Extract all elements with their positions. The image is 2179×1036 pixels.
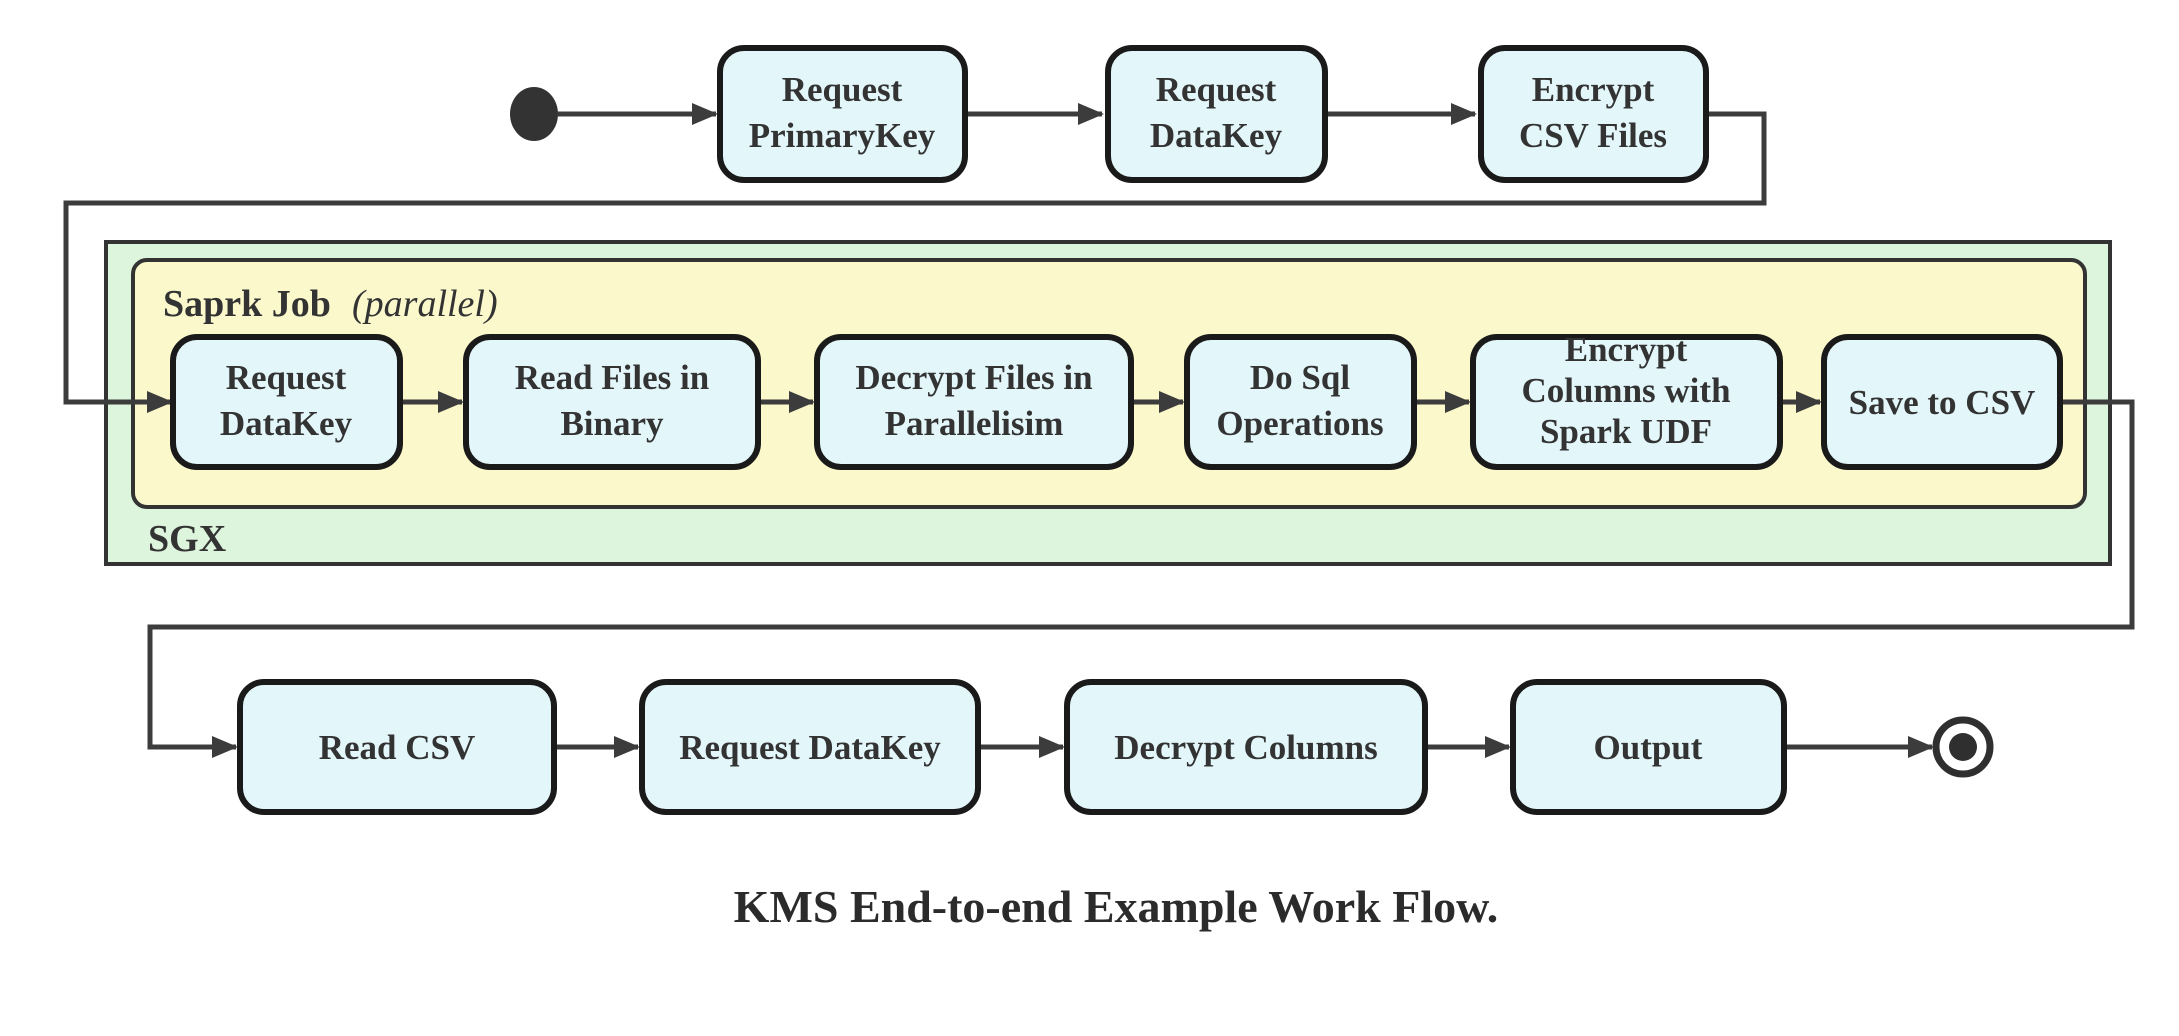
node-read-files-in-binary-line1: Read Files in — [515, 358, 709, 397]
node-read-csv-label: Read CSV — [319, 728, 476, 767]
node-encrypt-columns-line1: Encrypt — [1565, 330, 1688, 369]
sgx-label: SGX — [148, 518, 226, 560]
node-output-label: Output — [1594, 728, 1703, 767]
node-request-datakey-top-line1: Request — [1156, 70, 1277, 109]
node-decrypt-files-in-parallelisim-box — [814, 334, 1134, 470]
node-read-files-in-binary-box — [463, 334, 761, 470]
node-read-csv: Read CSV — [237, 679, 557, 815]
node-encrypt-csv-files-line2: CSV Files — [1519, 116, 1667, 155]
spark-job-parallel-label: (parallel) — [352, 283, 498, 325]
diagram-caption: KMS End-to-end Example Work Flow. — [734, 881, 1499, 932]
node-save-to-csv: Save to CSV — [1821, 334, 2063, 470]
node-encrypt-columns-line2: Columns with — [1521, 371, 1730, 410]
node-decrypt-files-in-parallelisim: Decrypt Files in Parallelisim — [814, 334, 1134, 470]
node-request-datakey-bottom-label: Request DataKey — [679, 728, 941, 767]
node-decrypt-files-in-parallelisim-line2: Parallelisim — [885, 404, 1064, 443]
node-do-sql-operations-line1: Do Sql — [1250, 358, 1350, 397]
node-request-datakey-bottom-box — [639, 679, 981, 815]
end-state-node — [1932, 716, 1994, 778]
edge-save-to-csv-to-read-csv — [147, 399, 2135, 758]
node-save-to-csv-box — [1821, 334, 2063, 470]
node-output: Output — [1510, 679, 1787, 815]
node-spark-request-datakey-box — [170, 334, 403, 470]
node-output-box — [1510, 679, 1787, 815]
node-encrypt-columns-with-spark-udf: Encrypt Columns with Spark UDF — [1470, 330, 1783, 470]
node-spark-request-datakey: Request DataKey — [170, 334, 403, 470]
node-request-primarykey: Request PrimaryKey — [717, 45, 968, 183]
end-state-inner-dot — [1949, 733, 1977, 761]
node-read-csv-box — [237, 679, 557, 815]
edge-encrypt-csv-files-to-spark-request-datakey — [63, 111, 1767, 413]
node-request-primarykey-line1: Request — [782, 70, 903, 109]
node-encrypt-columns-with-spark-udf-box — [1470, 334, 1783, 470]
node-encrypt-csv-files-box — [1478, 45, 1709, 183]
node-decrypt-files-in-parallelisim-line1: Decrypt Files in — [855, 358, 1092, 397]
node-request-primarykey-line2: PrimaryKey — [749, 116, 936, 155]
start-state-node — [510, 87, 558, 141]
node-decrypt-columns-label: Decrypt Columns — [1114, 728, 1377, 767]
node-encrypt-columns-line3: Spark UDF — [1540, 412, 1712, 451]
node-do-sql-operations-box — [1184, 334, 1417, 470]
node-save-to-csv-label: Save to CSV — [1849, 383, 2036, 422]
node-do-sql-operations: Do Sql Operations — [1184, 334, 1417, 470]
node-do-sql-operations-line2: Operations — [1216, 404, 1383, 443]
node-spark-request-datakey-line1: Request — [226, 358, 347, 397]
node-encrypt-csv-files: Encrypt CSV Files — [1478, 45, 1709, 183]
node-request-datakey-top-box — [1105, 45, 1328, 183]
node-request-primarykey-box — [717, 45, 968, 183]
node-request-datakey-bottom: Request DataKey — [639, 679, 981, 815]
node-read-files-in-binary-line2: Binary — [560, 404, 664, 443]
node-spark-request-datakey-line2: DataKey — [220, 404, 353, 443]
spark-job-label: Saprk Job — [163, 283, 331, 325]
node-decrypt-columns-box — [1064, 679, 1428, 815]
node-read-files-in-binary: Read Files in Binary — [463, 334, 761, 470]
node-encrypt-csv-files-line1: Encrypt — [1532, 70, 1655, 109]
node-decrypt-columns: Decrypt Columns — [1064, 679, 1428, 815]
node-request-datakey-top-line2: DataKey — [1150, 116, 1283, 155]
node-request-datakey-top: Request DataKey — [1105, 45, 1328, 183]
